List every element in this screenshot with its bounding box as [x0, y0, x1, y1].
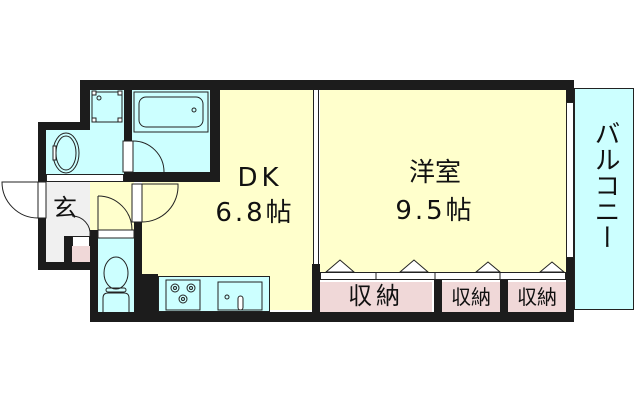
- dk-room-size: 6.8帖: [215, 198, 295, 228]
- wall-left: [38, 122, 46, 182]
- bathroom-door-icon: [122, 140, 165, 173]
- wall-left-lower: [38, 218, 46, 270]
- wall-top: [80, 80, 574, 90]
- wall-partition-lower: [312, 264, 320, 316]
- wall-top-left: [38, 122, 90, 130]
- entrance-step: [72, 246, 90, 262]
- storage-closet-right[interactable]: [508, 282, 566, 312]
- wall-entrance-bottom: [38, 262, 98, 270]
- bathtub-icon: [133, 91, 209, 133]
- sliding-partition[interactable]: [313, 90, 319, 264]
- wall-storage-divider-2: [500, 280, 508, 316]
- storage-label-large: 収納: [348, 282, 404, 310]
- storage-label-mid: 収納: [451, 285, 491, 309]
- balcony-window[interactable]: [566, 102, 574, 258]
- entrance-label: 玄: [53, 194, 77, 222]
- wall-toilet-left: [90, 230, 98, 322]
- washing-machine-pan-icon: [91, 90, 123, 123]
- wall-left-upper: [80, 80, 90, 130]
- storage-closet-large[interactable]: [320, 282, 432, 312]
- bathroom-floor: [132, 90, 210, 172]
- balcony-label: バルコニー: [590, 120, 620, 250]
- wall-bath-left: [124, 90, 132, 172]
- dk-room-name: DK: [237, 163, 283, 193]
- wall-bottom: [90, 312, 574, 322]
- balcony: [574, 88, 634, 310]
- western-room-size: 9.5帖: [395, 196, 475, 226]
- western-room-name: 洋室: [408, 158, 461, 188]
- laundry-floor: [90, 90, 124, 140]
- gas-stove-icon: [165, 279, 201, 311]
- toilet-door-icon: [97, 195, 135, 239]
- closet-door-rail: [320, 272, 566, 280]
- washbasin-icon: [52, 132, 80, 174]
- wall-toilet-right: [134, 222, 142, 322]
- western-room-floor: [320, 90, 568, 280]
- wall-bath-right: [210, 90, 220, 182]
- wall-entrance-step: [64, 236, 72, 266]
- hall-floor: [90, 182, 134, 230]
- toilet-icon: [102, 256, 130, 312]
- wall-kitchen-pillar: [142, 274, 158, 312]
- storage-label-right: 収納: [517, 285, 557, 309]
- closet-door-markers-icon: [324, 259, 566, 273]
- kitchen-sink-icon: [217, 281, 263, 311]
- storage-closet-mid[interactable]: [442, 282, 500, 312]
- wall-bath-bottom: [124, 172, 220, 182]
- entrance-door-icon: [1, 181, 47, 219]
- wall-storage-divider: [434, 280, 442, 316]
- washroom-window: [46, 174, 124, 182]
- dk-door-icon: [131, 183, 179, 223]
